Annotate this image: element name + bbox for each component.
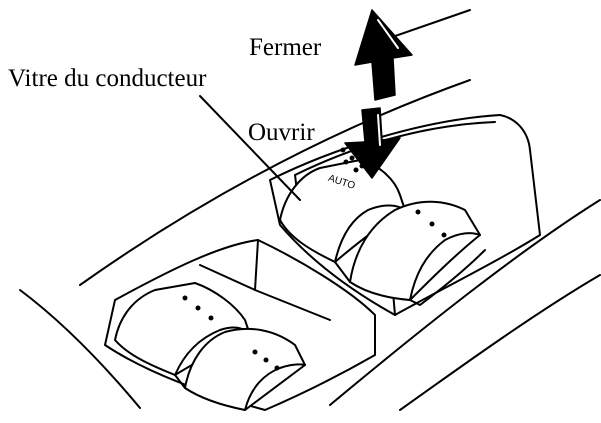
door-trim-lines bbox=[19, 9, 601, 411]
driver-window-label: Vitre du conducteur bbox=[8, 65, 207, 92]
arrow-open-icon bbox=[344, 107, 401, 179]
driver-label-leader-line bbox=[199, 95, 301, 201]
open-label: Ouvrir bbox=[248, 119, 315, 146]
rear-right-window-switch bbox=[184, 327, 306, 411]
passenger-window-switch bbox=[349, 200, 486, 306]
close-label: Fermer bbox=[249, 34, 322, 61]
arrow-close-icon bbox=[354, 9, 413, 101]
